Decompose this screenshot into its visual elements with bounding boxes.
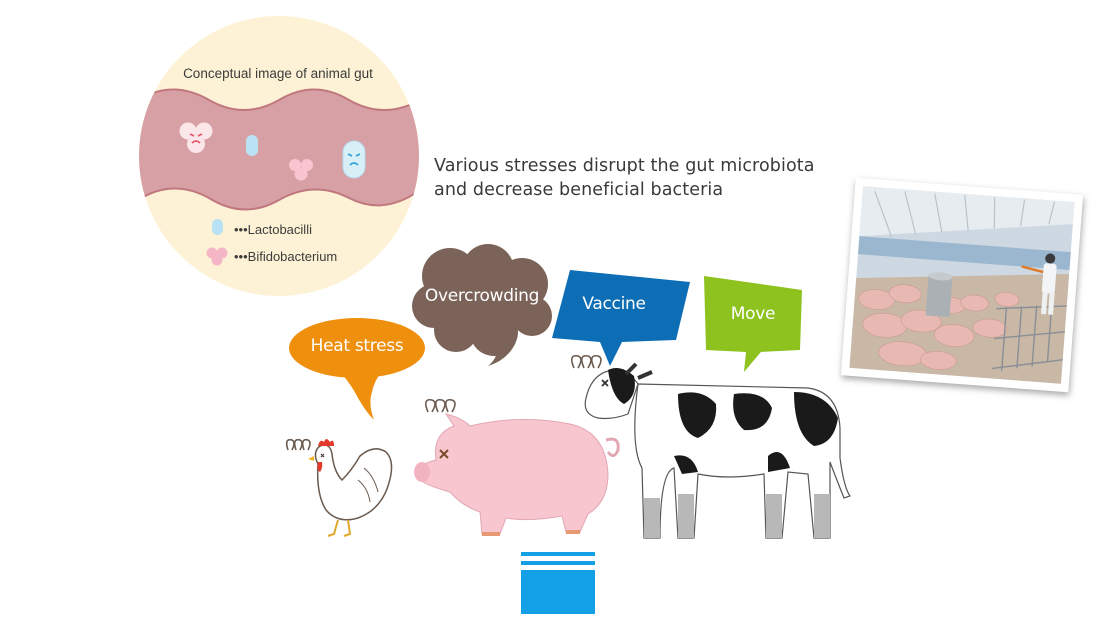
sad-lactobacillus-icon [342, 140, 366, 179]
dizzy-swirl-icon [285, 438, 311, 451]
overcrowding-label: Overcrowding [424, 286, 540, 306]
cow-illustration [568, 348, 856, 542]
heat-stress-bubble [286, 316, 428, 426]
vaccine-label: Vaccine [582, 294, 646, 314]
pig-farm-photo [840, 177, 1084, 393]
pig-farm-image [849, 186, 1075, 384]
sad-bifidobacterium-icon [179, 122, 213, 153]
move-label: Move [730, 304, 776, 324]
legend-bifidobacterium-marker [206, 247, 228, 266]
pig-illustration [410, 384, 626, 542]
legend-lactobacilli-label: •••Lactobacilli [234, 222, 312, 237]
caption-line-1: Various stresses disrupt the gut microbi… [434, 156, 815, 176]
dizzy-swirl-icon [424, 398, 456, 413]
legend-bifidobacterium-label: •••Bifidobacterium [234, 249, 338, 264]
section-divider-bar [521, 552, 595, 614]
bifidobacterium-icon [289, 159, 313, 181]
caption-line-2: and decrease beneficial bacteria [434, 180, 724, 200]
move-bubble [700, 272, 806, 376]
overcrowding-bubble [410, 244, 554, 368]
dizzy-swirl-icon [570, 354, 602, 369]
lactobacillus-icon [246, 135, 258, 156]
heat-stress-label: Heat stress [310, 336, 404, 356]
gut-concept-diagram [138, 14, 420, 298]
vaccine-bubble [550, 266, 694, 368]
gut-wall [139, 89, 419, 210]
chicken-illustration [278, 428, 402, 544]
legend-lactobacilli-marker [212, 219, 223, 235]
gut-diagram-title: Conceptual image of animal gut [183, 66, 373, 81]
gut-circle-graphic [139, 16, 419, 296]
stress-caption: Various stresses disrupt the gut microbi… [434, 154, 854, 202]
